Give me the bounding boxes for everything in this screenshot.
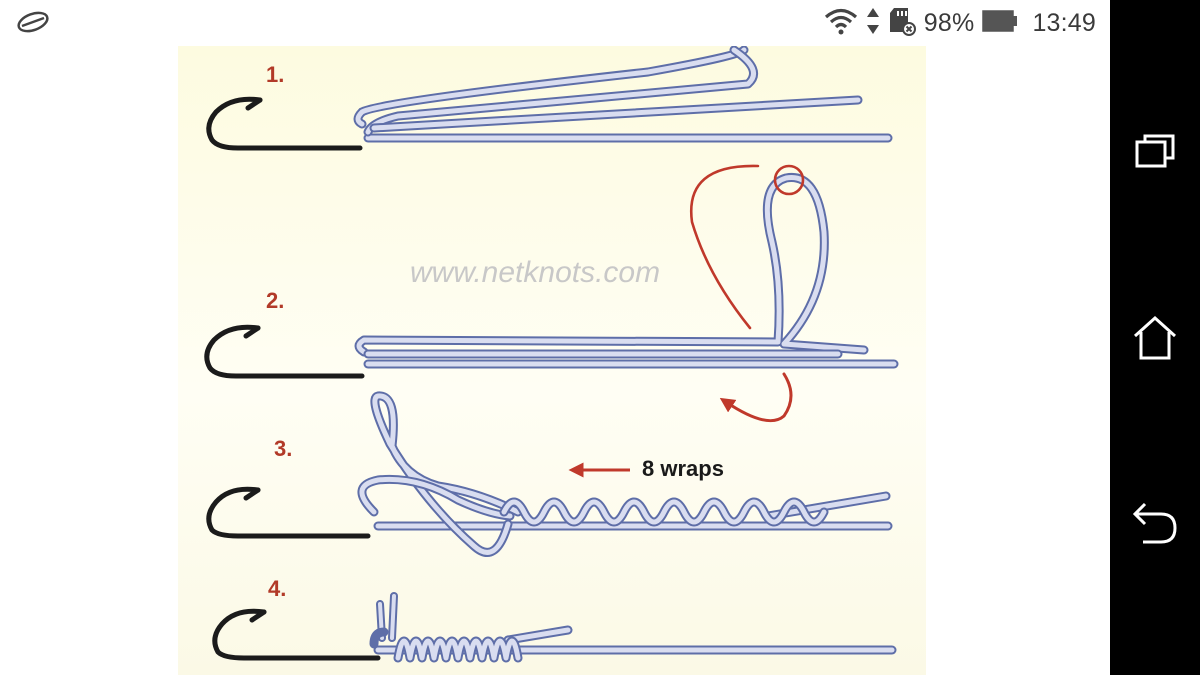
- battery-icon: [982, 9, 1018, 38]
- step-3-illustration: 8 wraps: [206, 391, 893, 557]
- navigation-bar: [1110, 0, 1200, 675]
- app-notification-icon: [16, 10, 50, 34]
- data-transfer-icon: [866, 6, 880, 41]
- step-label-4: 4.: [268, 576, 286, 601]
- step-label-1: 1.: [266, 62, 284, 87]
- hook-icon: [206, 486, 371, 539]
- step-1-illustration: [206, 46, 893, 151]
- status-bar: 98% 13:49: [0, 0, 1110, 46]
- hook-icon: [212, 608, 381, 661]
- home-icon: [1133, 315, 1177, 360]
- step-4-illustration: [212, 592, 897, 663]
- wifi-icon: [824, 7, 858, 40]
- step-2-illustration: [204, 164, 899, 423]
- back-icon: [1132, 502, 1177, 544]
- clock: 13:49: [1032, 8, 1096, 37]
- knot-diagram-image[interactable]: www.netknots.com 1. 2. 3. 4.: [178, 46, 926, 675]
- home-button[interactable]: [1131, 314, 1179, 362]
- hook-icon: [204, 324, 365, 379]
- watermark-text: www.netknots.com: [410, 256, 660, 289]
- battery-percent: 98%: [923, 8, 975, 37]
- sd-card-icon: [888, 6, 916, 41]
- step-label-3: 3.: [274, 436, 292, 461]
- back-button[interactable]: [1131, 500, 1179, 548]
- wraps-annotation: 8 wraps: [642, 456, 724, 481]
- recent-apps-icon: [1135, 134, 1175, 168]
- recent-apps-button[interactable]: [1131, 128, 1179, 176]
- hook-icon: [206, 96, 363, 151]
- step-label-2: 2.: [266, 288, 284, 313]
